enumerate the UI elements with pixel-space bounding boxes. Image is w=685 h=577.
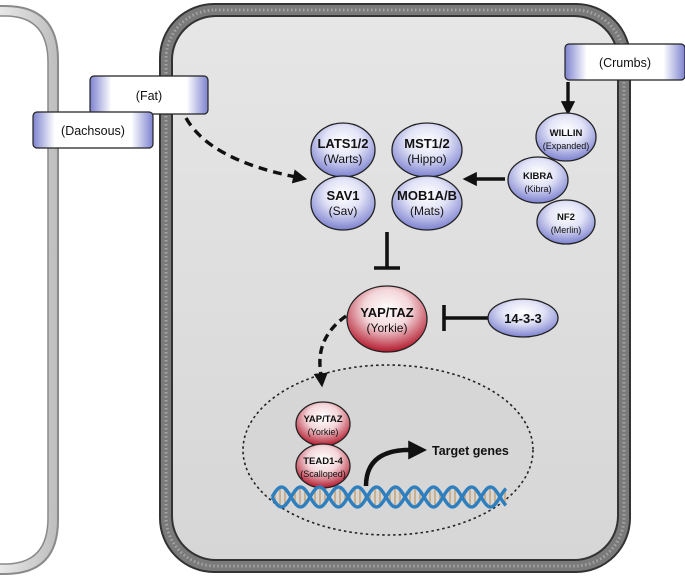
pathway-arrows	[184, 82, 576, 487]
tead-protein: TEAD1-4 (Scalloped)	[295, 443, 351, 489]
mob-protein: MOB1A/B (Mats)	[391, 175, 463, 231]
nf2-alias: (Merlin)	[551, 225, 582, 235]
fat-receptor: (Fat)	[89, 75, 209, 115]
1433-inhibits-yap	[442, 305, 490, 331]
dna-strand-a	[270, 485, 508, 509]
mob-name: MOB1A/B	[397, 188, 457, 203]
target-genes-label: Target genes	[432, 444, 509, 458]
core-inhibits-yap	[374, 232, 400, 270]
willin-protein: WILLIN (Expanded)	[535, 112, 597, 162]
crumbs-receptor: (Crumbs)	[564, 43, 685, 81]
kibra-name: KIBRA	[523, 171, 553, 182]
upstream-regulators: WILLIN (Expanded) KIBRA (Kibra) NF2 (Mer…	[507, 112, 597, 245]
yap-protein: YAP/TAZ (Yorkie)	[346, 285, 428, 353]
lats-protein: LATS1/2 (Warts)	[310, 122, 376, 178]
lats-name: LATS1/2	[317, 136, 368, 151]
dachsous-label: (Dachsous)	[61, 124, 125, 138]
mob-alias: (Mats)	[410, 204, 444, 218]
dachsous-receptor: (Dachsous)	[32, 111, 154, 149]
sav-alias: (Sav)	[329, 204, 358, 218]
willin-alias: (Expanded)	[543, 141, 590, 151]
yap-to-nucleus-arrow	[313, 314, 347, 388]
protein-14-3-3: 14-3-3	[487, 298, 559, 338]
sav-name: SAV1	[327, 188, 360, 203]
nf2-name: NF2	[557, 212, 575, 223]
neighbour-cell	[0, 5, 59, 575]
mst-protein: MST1/2 (Hippo)	[391, 122, 463, 178]
nuclear-yap-alias: (Yorkie)	[308, 427, 339, 437]
tead-name: TEAD1-4	[303, 456, 343, 467]
dna-strand-b	[270, 485, 508, 509]
lats-alias: (Warts)	[324, 152, 363, 166]
sav-protein: SAV1 (Sav)	[310, 175, 376, 231]
yap-alias: (Yorkie)	[367, 321, 408, 335]
name-14-3-3: 14-3-3	[504, 311, 542, 326]
nuclear-yap-protein: YAP/TAZ (Yorkie)	[295, 401, 351, 447]
core-kinase-complex: LATS1/2 (Warts) MST1/2 (Hippo) SAV1 (Sav…	[310, 122, 463, 231]
kibra-alias: (Kibra)	[524, 184, 551, 194]
fat-to-core-arrow	[184, 117, 308, 184]
tead-alias: (Scalloped)	[300, 469, 346, 479]
fat-label: (Fat)	[136, 89, 162, 103]
crumbs-label: (Crumbs)	[599, 56, 651, 70]
dna-helix	[270, 485, 508, 509]
transcription-arrow	[363, 440, 428, 487]
willin-name: WILLIN	[550, 128, 583, 139]
mst-name: MST1/2	[404, 136, 450, 151]
kibra-protein: KIBRA (Kibra)	[507, 156, 569, 204]
nf2-protein: NF2 (Merlin)	[536, 199, 596, 245]
yap-name: YAP/TAZ	[360, 305, 414, 320]
mst-alias: (Hippo)	[407, 152, 446, 166]
nuclear-yap-name: YAP/TAZ	[303, 414, 342, 425]
